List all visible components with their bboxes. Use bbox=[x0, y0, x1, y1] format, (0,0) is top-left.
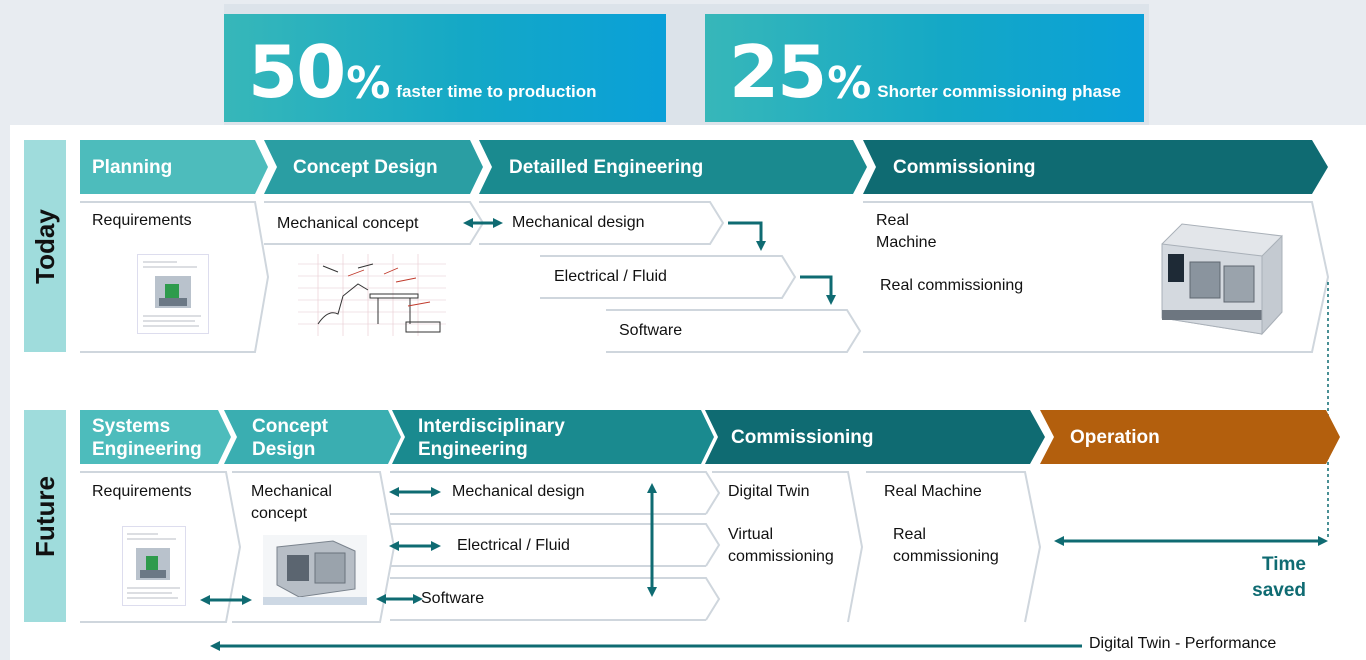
today-phase-detail-chevron bbox=[479, 140, 867, 194]
today-phase-concept-design: Concept Design bbox=[293, 156, 438, 178]
future-label-text: Future bbox=[29, 475, 60, 557]
real-machine-image bbox=[1152, 214, 1292, 338]
time-saved-label: Time saved bbox=[1252, 554, 1306, 601]
today-phase-planning-chevron bbox=[80, 140, 268, 194]
mechanical-concept-sketch bbox=[298, 254, 446, 336]
today-mechanical-concept: Mechanical concept bbox=[277, 215, 419, 232]
future-phase-concept-design: Concept Design bbox=[252, 416, 328, 460]
future-virtual-commissioning: Virtual commissioning bbox=[728, 526, 834, 565]
today-phase-commissioning-chevron bbox=[863, 140, 1328, 194]
today-label-text: Today bbox=[29, 208, 60, 284]
future-mechanical-design: Mechanical design bbox=[452, 483, 585, 500]
future-real-commissioning: Real commissioning bbox=[893, 526, 999, 565]
digital-twin-performance-label: Digital Twin - Performance bbox=[1089, 635, 1277, 652]
requirements-document-thumbnail bbox=[137, 254, 209, 334]
future-phase-commissioning-chevron bbox=[705, 410, 1045, 464]
future-real-machine: Real Machine bbox=[884, 483, 982, 500]
stat-number: 50 bbox=[248, 30, 346, 114]
future-phase-interdisciplinary-engineering: Interdisciplinary Engineering bbox=[418, 416, 565, 460]
future-phase-systems-chevron bbox=[80, 410, 231, 464]
future-phase-interdisciplinary-chevron bbox=[392, 410, 714, 464]
stat-card-time-to-production: 50 % faster time to production bbox=[224, 14, 666, 122]
future-requirements-document-thumbnail bbox=[122, 526, 186, 606]
future-phase-operation: Operation bbox=[1070, 426, 1160, 448]
future-digital-twin: Digital Twin bbox=[728, 483, 810, 500]
today-phase-concept-chevron bbox=[264, 140, 483, 194]
future-phase-commissioning: Commissioning bbox=[731, 426, 874, 448]
stat-number: 25 bbox=[729, 30, 827, 114]
stat-caption: faster time to production bbox=[396, 82, 597, 101]
future-row-label: Future bbox=[24, 410, 66, 622]
future-requirements: Requirements bbox=[92, 483, 192, 500]
today-requirements: Requirements bbox=[92, 212, 192, 229]
future-phase-systems-engineering: Systems Engineering bbox=[92, 416, 202, 460]
future-mechanical-concept: Mechanical concept bbox=[251, 483, 332, 522]
today-electrical-fluid: Electrical / Fluid bbox=[554, 268, 667, 285]
stat-card-commissioning-phase: 25 % Shorter commissioning phase bbox=[705, 14, 1144, 122]
stat-unit: % bbox=[827, 58, 872, 109]
future-phase-operation-chevron bbox=[1040, 410, 1340, 464]
today-phase-detailed-engineering: Detailled Engineering bbox=[509, 156, 704, 178]
future-mechanical-concept-cad-image bbox=[263, 535, 367, 605]
today-real-machine: Real Machine bbox=[876, 212, 937, 251]
today-phase-commissioning: Commissioning bbox=[893, 156, 1036, 178]
future-software: Software bbox=[421, 590, 485, 607]
future-electrical-fluid: Electrical / Fluid bbox=[457, 537, 570, 554]
today-mechanical-design: Mechanical design bbox=[512, 214, 645, 231]
future-phase-concept-chevron bbox=[224, 410, 401, 464]
today-phase-planning: Planning bbox=[92, 156, 173, 178]
stat-caption: Shorter commissioning phase bbox=[877, 82, 1122, 101]
today-row-label: Today bbox=[24, 140, 66, 352]
stat-unit: % bbox=[346, 58, 391, 109]
today-real-commissioning: Real commissioning bbox=[880, 277, 1024, 294]
today-software: Software bbox=[619, 322, 683, 339]
